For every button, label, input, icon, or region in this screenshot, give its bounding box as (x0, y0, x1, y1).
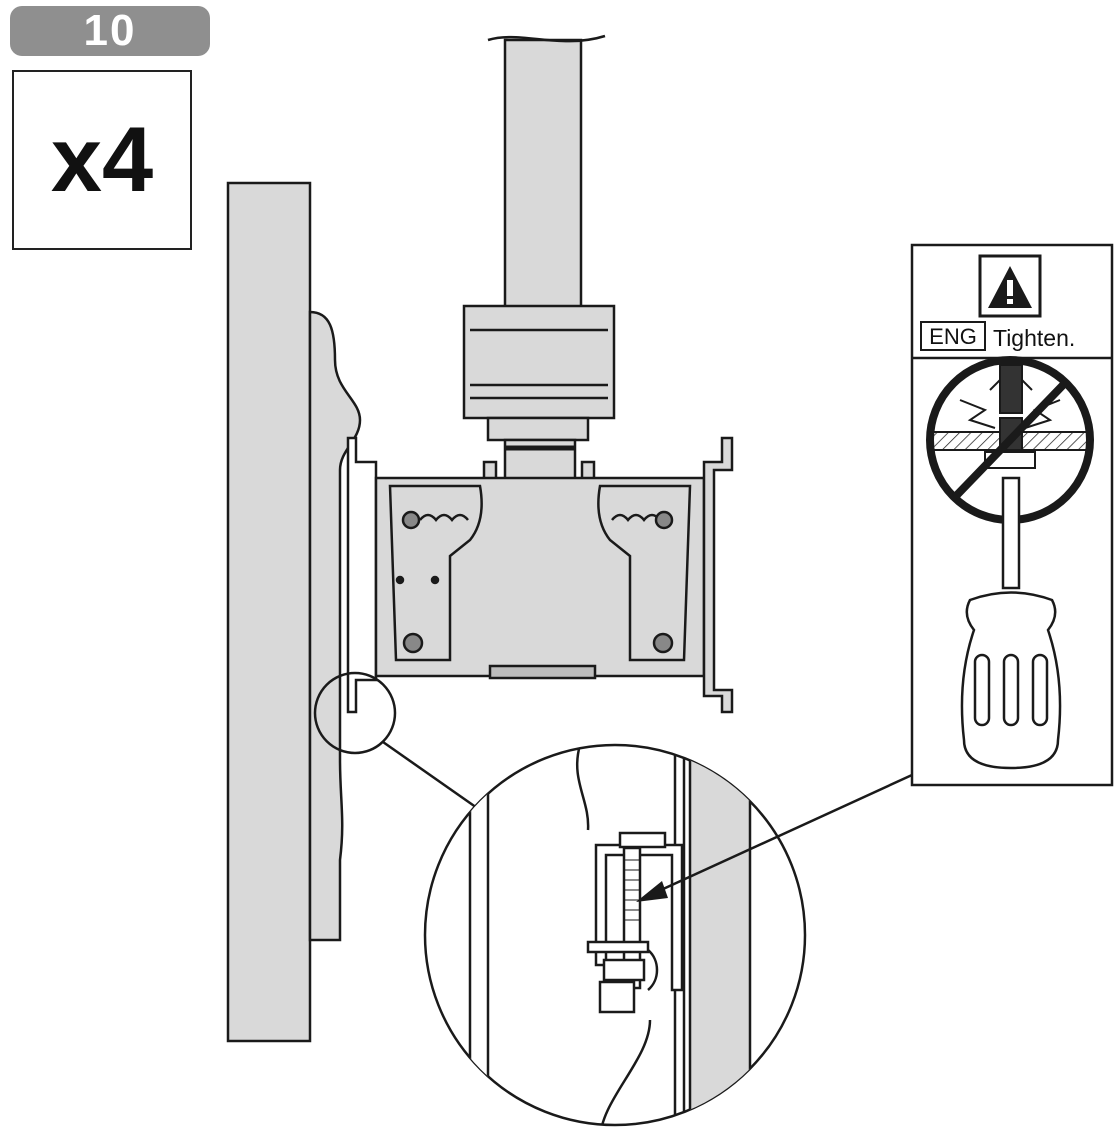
warning-panel: ENG Tighten. (910, 243, 1114, 787)
tv-panel (226, 181, 362, 1043)
warning-triangle-icon (978, 254, 1042, 318)
quantity-box: x4 (12, 70, 192, 250)
quantity-label: x4 (50, 108, 154, 211)
step-number-badge: 10 (10, 6, 210, 56)
screwdriver-icon (960, 476, 1062, 770)
language-box (920, 321, 986, 351)
ceiling-pole (487, 34, 606, 312)
instruction-label: Tighten. (993, 325, 1075, 351)
pole-clamp (462, 304, 616, 487)
language-label: ENG (929, 324, 977, 349)
pointer-arrow (636, 773, 913, 902)
zoomed-bracket-detail (468, 745, 752, 1125)
step-number: 10 (83, 6, 137, 55)
mount-plate (346, 436, 734, 714)
